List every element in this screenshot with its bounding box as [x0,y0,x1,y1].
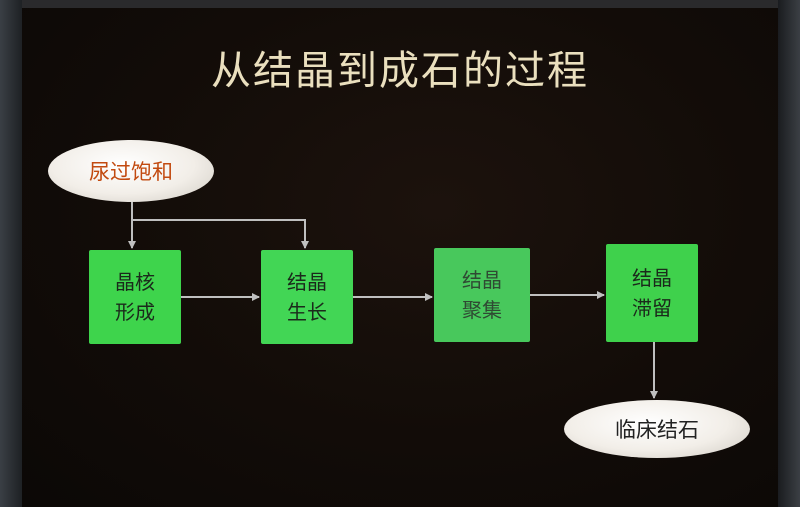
node-step4-label: 结晶滞留 [632,266,672,320]
screen-edge-left [0,0,22,507]
node-crystal-growth: 结晶生长 [261,250,353,344]
node-end-label: 临床结石 [615,418,699,442]
node-step2-label: 结晶生长 [287,270,327,324]
node-start-label: 尿过饱和 [89,160,173,184]
flow-connectors [128,202,658,399]
node-urine-supersaturation: 尿过饱和 [48,140,214,202]
node-nucleation: 晶核形成 [89,250,181,344]
slide-title: 从结晶到成石的过程 [211,48,589,94]
node-crystal-aggregation: 结晶聚集 [434,248,530,342]
connector-start-step2 [132,219,309,249]
slide: 从结晶到成石的过程 尿过饱和 晶核形成 结晶生长 结晶聚集 结晶滞留 临床结石 [22,8,778,507]
node-clinical-stone: 临床结石 [564,400,750,458]
screen-edge-right [778,0,800,507]
node-step1-label: 晶核形成 [115,270,155,324]
node-crystal-retention: 结晶滞留 [606,244,698,342]
node-step3-label: 结晶聚集 [462,268,502,322]
